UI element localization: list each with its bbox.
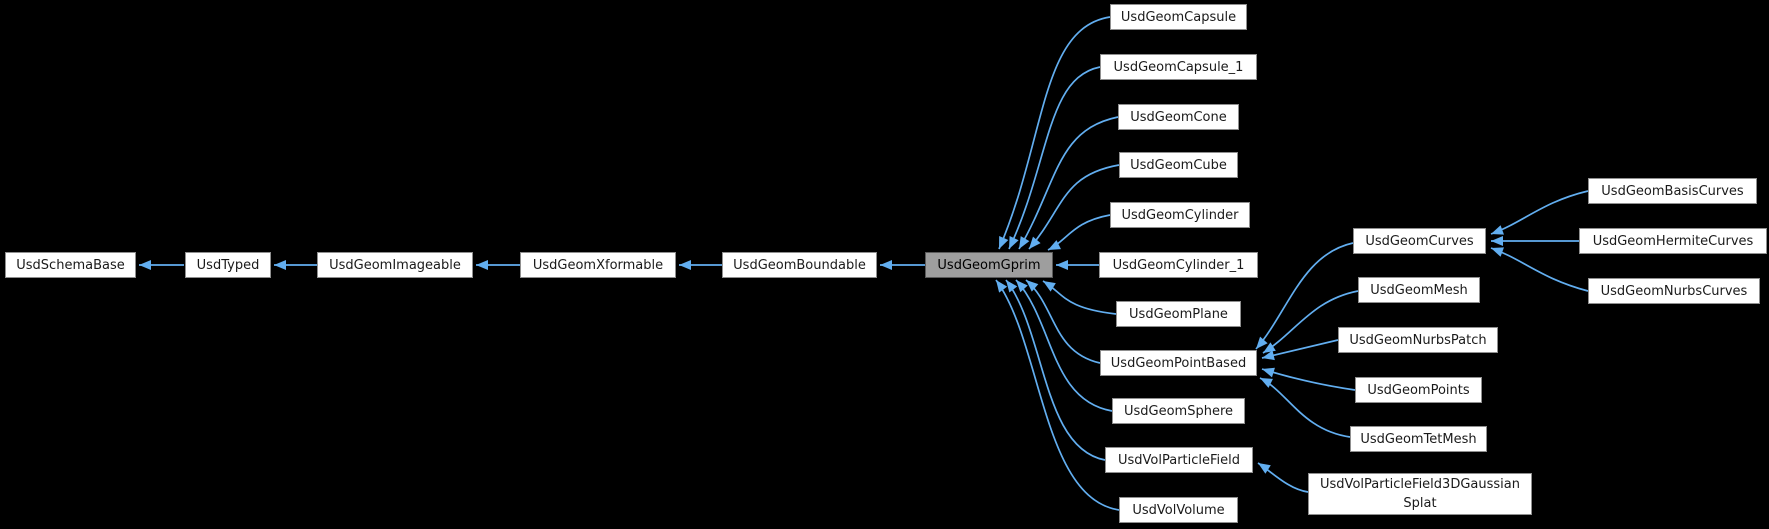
node-usdgeomcone[interactable]: UsdGeomCone	[1118, 104, 1239, 130]
edge-usdgeomnurbscurves-to-usdgeomcurves	[1490, 247, 1589, 292]
node-usdgeomhermitecurves[interactable]: UsdGeomHermiteCurves	[1579, 228, 1767, 254]
node-usdtyped[interactable]: UsdTyped	[185, 252, 271, 278]
node-usdgeomcapsule[interactable]: UsdGeomCapsule	[1110, 4, 1247, 30]
node-usdgeomcylinder-1[interactable]: UsdGeomCylinder_1	[1099, 252, 1258, 278]
node-usdgeompointbased[interactable]: UsdGeomPointBased	[1100, 350, 1257, 376]
node-usdgeompoints[interactable]: UsdGeomPoints	[1355, 377, 1482, 403]
node-usdgeomcurves[interactable]: UsdGeomCurves	[1353, 228, 1486, 254]
node-usdgeombasiscurves[interactable]: UsdGeomBasisCurves	[1588, 178, 1757, 204]
edge-usdvolvolume-to-usdgeomgprim	[995, 279, 1120, 511]
edge-usdvolparticlefield-to-usdgeomgprim	[1005, 279, 1106, 461]
edge-usdgeomcapsule1-to-usdgeomgprim	[1008, 66, 1101, 250]
node-label-line: UsdVolParticleField3DGaussian	[1320, 477, 1520, 492]
node-label-line: Splat	[1403, 496, 1437, 511]
edge-usdgeomcurves-to-usdgeompointbased	[1255, 242, 1354, 350]
node-usdgeomnurbscurves[interactable]: UsdGeomNurbsCurves	[1588, 278, 1760, 304]
edge-usdgeomcube-to-usdgeomgprim	[1028, 164, 1120, 250]
node-usdgeomgprim[interactable]: UsdGeomGprim	[925, 252, 1053, 278]
node-usdgeomimageable[interactable]: UsdGeomImageable	[317, 252, 473, 278]
node-usdschemabase[interactable]: UsdSchemaBase	[5, 252, 136, 278]
node-usdvolvolume[interactable]: UsdVolVolume	[1119, 497, 1238, 523]
node-usdgeomxformable[interactable]: UsdGeomXformable	[520, 252, 676, 278]
edge-usdgeompointbased-to-usdgeomgprim	[1025, 279, 1101, 364]
node-usdgeommesh[interactable]: UsdGeomMesh	[1358, 277, 1480, 303]
edge-usdgeompoints-to-usdgeompointbased	[1261, 367, 1356, 391]
node-usdgeomplane[interactable]: UsdGeomPlane	[1116, 301, 1241, 327]
node-usdgeomcube[interactable]: UsdGeomCube	[1119, 152, 1238, 178]
edge-usdgeomplane-to-usdgeomgprim	[1042, 280, 1117, 315]
edge-usdgeomnurbspatch-to-usdgeompointbased	[1261, 339, 1339, 361]
edge-usdgeombasiscurves-to-usdgeomcurves	[1490, 190, 1589, 235]
edge-usdgeomcone-to-usdgeomgprim	[1018, 116, 1119, 250]
node-usdgeomtetmesh[interactable]: UsdGeomTetMesh	[1350, 426, 1487, 452]
edge-usdgeomtetmesh-to-usdgeompointbased	[1259, 377, 1351, 438]
node-usdvolparticlefield3dgaussiansplat[interactable]: UsdVolParticleField3DGaussian Splat	[1308, 473, 1532, 515]
edge-usdgeomsphere-to-usdgeomgprim	[1015, 279, 1113, 412]
edge-usdvolparticlefield3dgaussiansplat-to-usdvolparticlefield	[1257, 462, 1309, 493]
edge-usdgeomcapsule-to-usdgeomgprim	[998, 16, 1111, 250]
edge-usdgeommesh-to-usdgeompointbased	[1262, 290, 1359, 354]
node-usdvolparticlefield[interactable]: UsdVolParticleField	[1105, 447, 1253, 473]
node-usdgeomboundable[interactable]: UsdGeomBoundable	[722, 252, 877, 278]
node-usdgeomnurbspatch[interactable]: UsdGeomNurbsPatch	[1338, 327, 1498, 353]
node-usdgeomcylinder[interactable]: UsdGeomCylinder	[1110, 202, 1250, 228]
node-usdgeomcapsule-1[interactable]: UsdGeomCapsule_1	[1100, 54, 1257, 80]
edge-usdgeomcylinder-to-usdgeomgprim	[1047, 214, 1111, 251]
node-usdgeomsphere[interactable]: UsdGeomSphere	[1112, 398, 1245, 424]
